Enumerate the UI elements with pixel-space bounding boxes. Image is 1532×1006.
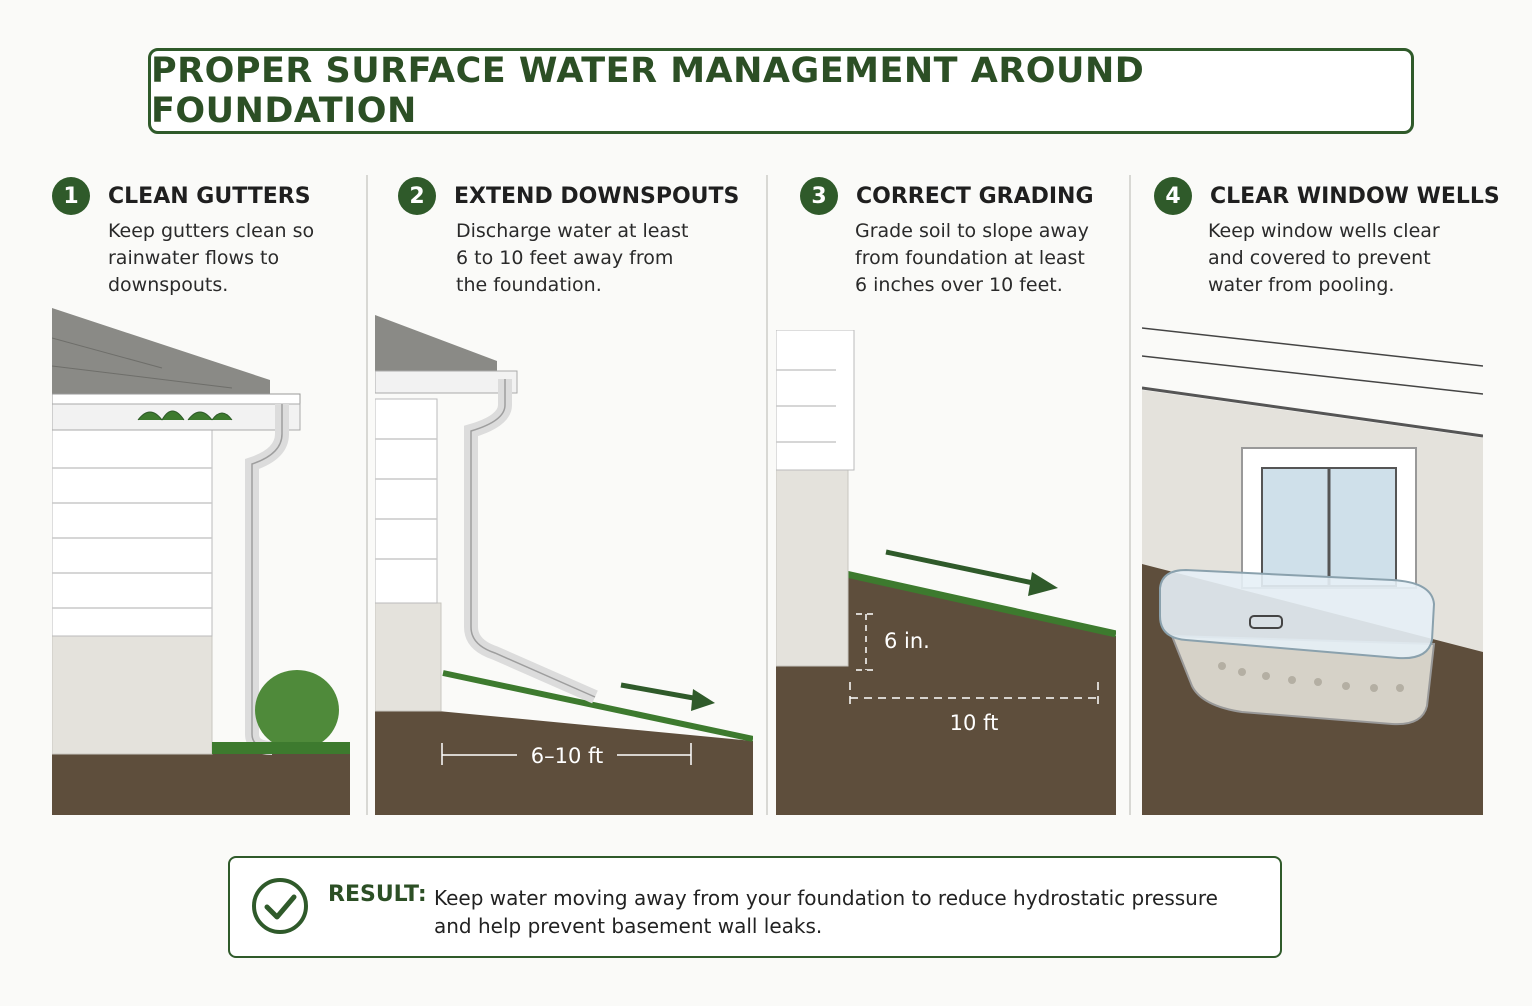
desc-line: and covered to prevent	[1208, 247, 1431, 269]
downspout-extension	[464, 379, 598, 704]
title-banner: PROPER SURFACE WATER MANAGEMENT AROUND F…	[148, 48, 1414, 134]
flow-arrow-icon	[620, 682, 715, 711]
soil	[776, 576, 1116, 815]
rise-label: 6 in.	[884, 629, 930, 653]
downspout-outline	[470, 379, 596, 698]
result-line: Keep water moving away from your foundat…	[434, 886, 1218, 910]
step-3-description: Grade soil to slope away from foundation…	[855, 218, 1105, 299]
step-title: EXTEND DOWNSPOUTS	[454, 183, 740, 209]
desc-line: downspouts.	[108, 274, 229, 296]
siding	[776, 330, 855, 471]
step-title: CLEAR WINDOW WELLS	[1210, 183, 1500, 209]
foundation-wall	[776, 469, 849, 667]
step-2-description: Discharge water at least 6 to 10 feet aw…	[456, 218, 706, 299]
desc-line: the foundation.	[456, 274, 602, 296]
step-4-description: Keep window wells clear and covered to p…	[1208, 218, 1458, 299]
soil	[52, 754, 350, 815]
flow-arrow-icon	[885, 549, 1058, 596]
roof	[375, 315, 497, 371]
result-text: Keep water moving away from your foundat…	[434, 884, 1218, 940]
step-4-header: 4 CLEAR WINDOW WELLS	[1154, 177, 1500, 215]
step-number-badge: 1	[52, 177, 90, 215]
rise-dimension	[856, 613, 878, 671]
desc-line: water from pooling.	[1208, 274, 1395, 296]
roof	[52, 308, 270, 394]
window-well	[1170, 634, 1436, 726]
grading-illustration: 6 in. 10 ft	[776, 330, 1116, 815]
step-1-description: Keep gutters clean so rainwater flows to…	[108, 218, 358, 299]
distance-label: 6–10 ft	[531, 744, 604, 768]
desc-line: Keep window wells clear	[1208, 220, 1440, 242]
step-title: CORRECT GRADING	[856, 183, 1094, 209]
desc-line: Grade soil to slope away	[855, 220, 1089, 242]
run-label: 10 ft	[950, 711, 999, 735]
siding	[375, 398, 438, 604]
result-banner: RESULT: Keep water moving away from your…	[228, 856, 1282, 958]
shrub	[255, 670, 339, 750]
panel-divider	[766, 175, 768, 815]
step-number-badge: 4	[1154, 177, 1192, 215]
step-1-header: 1 CLEAN GUTTERS	[52, 177, 311, 215]
step-2-header: 2 EXTEND DOWNSPOUTS	[398, 177, 739, 215]
fascia	[52, 393, 301, 405]
grass	[845, 570, 1116, 638]
run-dimension	[849, 682, 1099, 710]
grass	[212, 742, 350, 754]
step-3-header: 3 CORRECT GRADING	[800, 177, 1094, 215]
desc-line: 6 inches over 10 feet.	[855, 274, 1063, 296]
result-line: and help prevent basement wall leaks.	[434, 914, 823, 938]
step-number-badge: 3	[800, 177, 838, 215]
foundation-wall	[375, 602, 442, 712]
panel-divider	[1129, 175, 1131, 815]
gutter-illustration	[52, 308, 350, 815]
window-well-illustration	[1142, 327, 1483, 815]
basement-window	[1241, 447, 1417, 589]
result-label: RESULT:	[328, 882, 427, 907]
desc-line: Discharge water at least	[456, 220, 689, 242]
step-title: CLEAN GUTTERS	[108, 183, 311, 209]
gutter	[375, 370, 518, 394]
desc-line: 6 to 10 feet away from	[456, 247, 674, 269]
desc-line: from foundation at least	[855, 247, 1085, 269]
window-well-cover	[1159, 568, 1436, 660]
leaves	[137, 410, 233, 421]
panel-divider	[366, 175, 368, 815]
desc-line: rainwater flows to	[108, 247, 280, 269]
check-circle-icon	[252, 878, 308, 934]
step-number-badge: 2	[398, 177, 436, 215]
siding	[52, 427, 213, 637]
downspout-illustration: 6–10 ft	[375, 315, 753, 815]
distance-dimension	[441, 743, 692, 765]
soil	[375, 705, 753, 815]
grass	[442, 670, 753, 742]
page-title: PROPER SURFACE WATER MANAGEMENT AROUND F…	[151, 51, 1145, 131]
foundation-wall	[52, 635, 213, 755]
desc-line: Keep gutters clean so	[108, 220, 315, 242]
